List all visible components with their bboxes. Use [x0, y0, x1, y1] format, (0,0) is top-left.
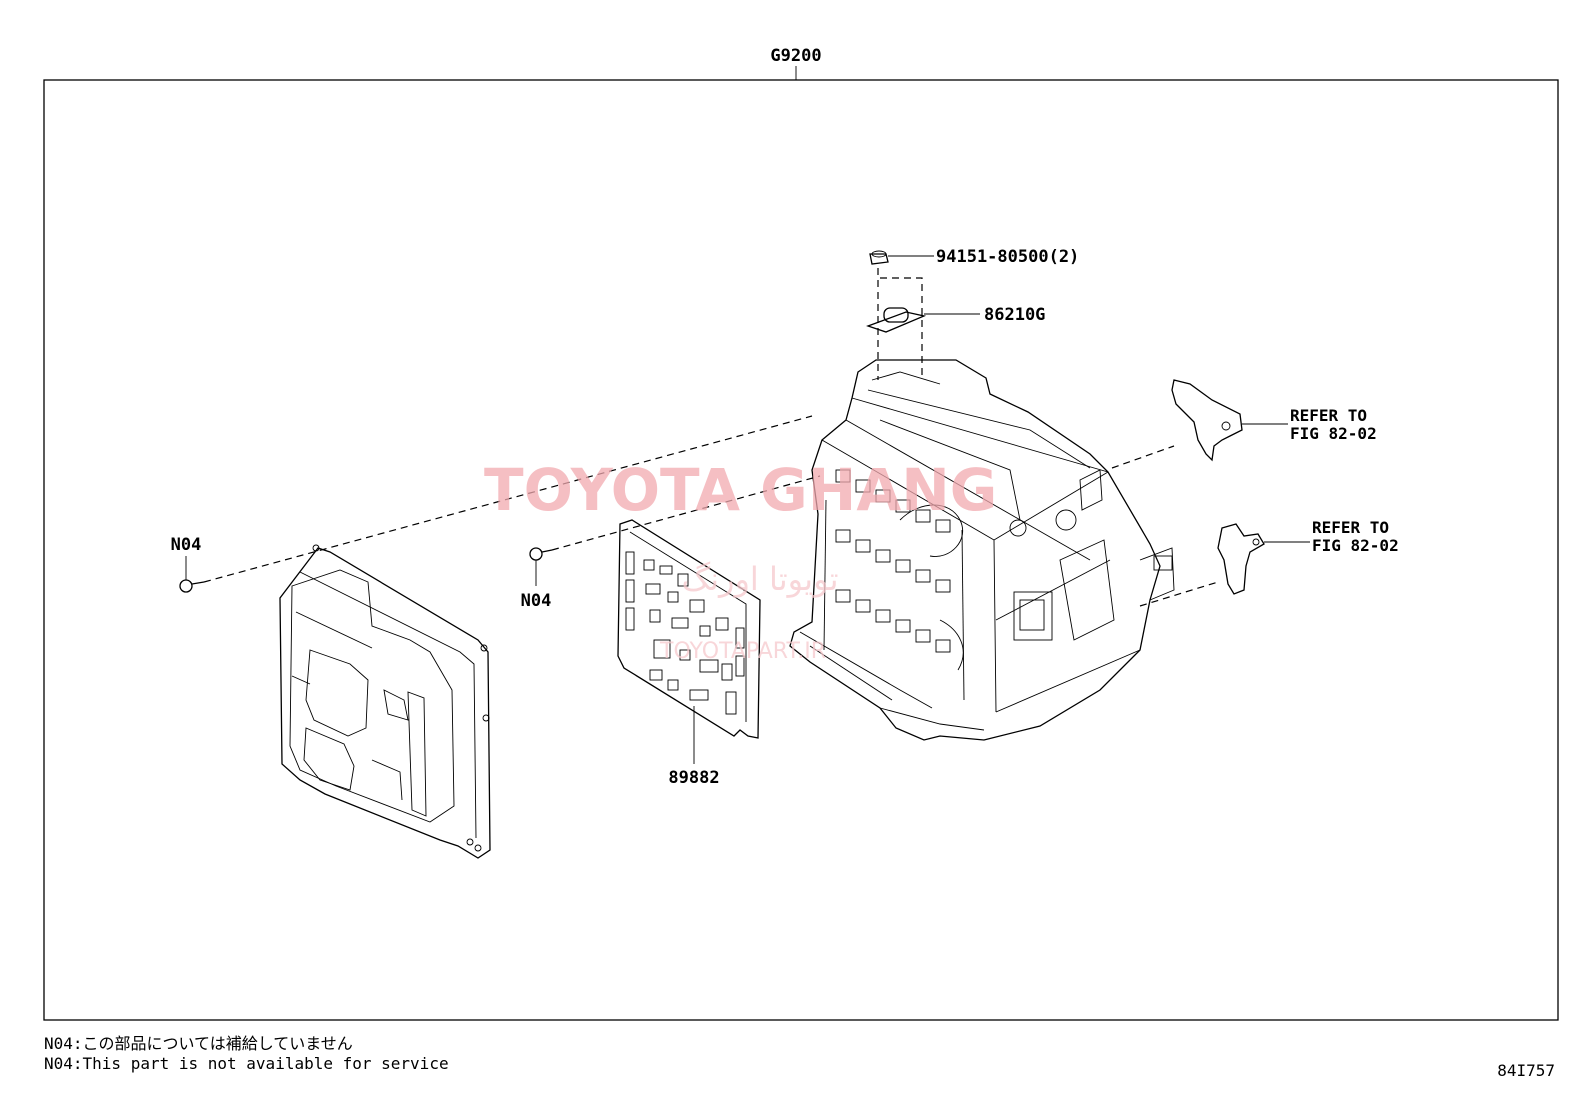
refer-upper-line2: FIG 82-02	[1290, 424, 1377, 443]
nut-94151-80500: 94151-80500(2)	[869, 247, 1079, 267]
inverter-main-body	[789, 359, 1175, 741]
refer-lower-line2: FIG 82-02	[1312, 536, 1399, 555]
callout-94151-80500: 94151-80500(2)	[936, 247, 1079, 267]
refer-lower-line1: REFER TO	[1312, 518, 1389, 537]
assembly-label: G9200	[770, 46, 821, 66]
note-english: N04:This part is not available for servi…	[44, 1054, 449, 1073]
refer-upper-line1: REFER TO	[1290, 406, 1367, 425]
bracket-upper: REFER TO FIG 82-02	[1171, 379, 1377, 462]
watermark-brand: TOYOTA GHANG	[484, 456, 997, 524]
fuse-86210g: 86210G	[866, 305, 1045, 333]
watermark-site: TOYOTAPART.IR	[659, 639, 826, 664]
figure-code: 84I757	[1497, 1061, 1555, 1080]
callout-86210g: 86210G	[984, 305, 1045, 325]
watermark: TOYOTA GHANG تویوتا اورنگ TOYOTAPART.IR	[484, 456, 997, 664]
inverter-cover-plate	[279, 544, 491, 859]
callout-n04-mid: N04	[521, 591, 552, 611]
note-japanese: N04:この部品については補給していません	[44, 1034, 353, 1053]
callout-89882: 89882	[668, 768, 719, 788]
control-circuit-board: 89882	[617, 519, 761, 788]
bracket-lower: REFER TO FIG 82-02	[1217, 518, 1399, 595]
watermark-arabic: تویوتا اورنگ	[681, 560, 838, 598]
callout-n04-left: N04	[171, 535, 202, 555]
bolt-n04-left: N04	[171, 535, 205, 593]
bolt-n04-mid: N04	[521, 547, 553, 611]
assembly-frame	[43, 79, 1559, 1021]
